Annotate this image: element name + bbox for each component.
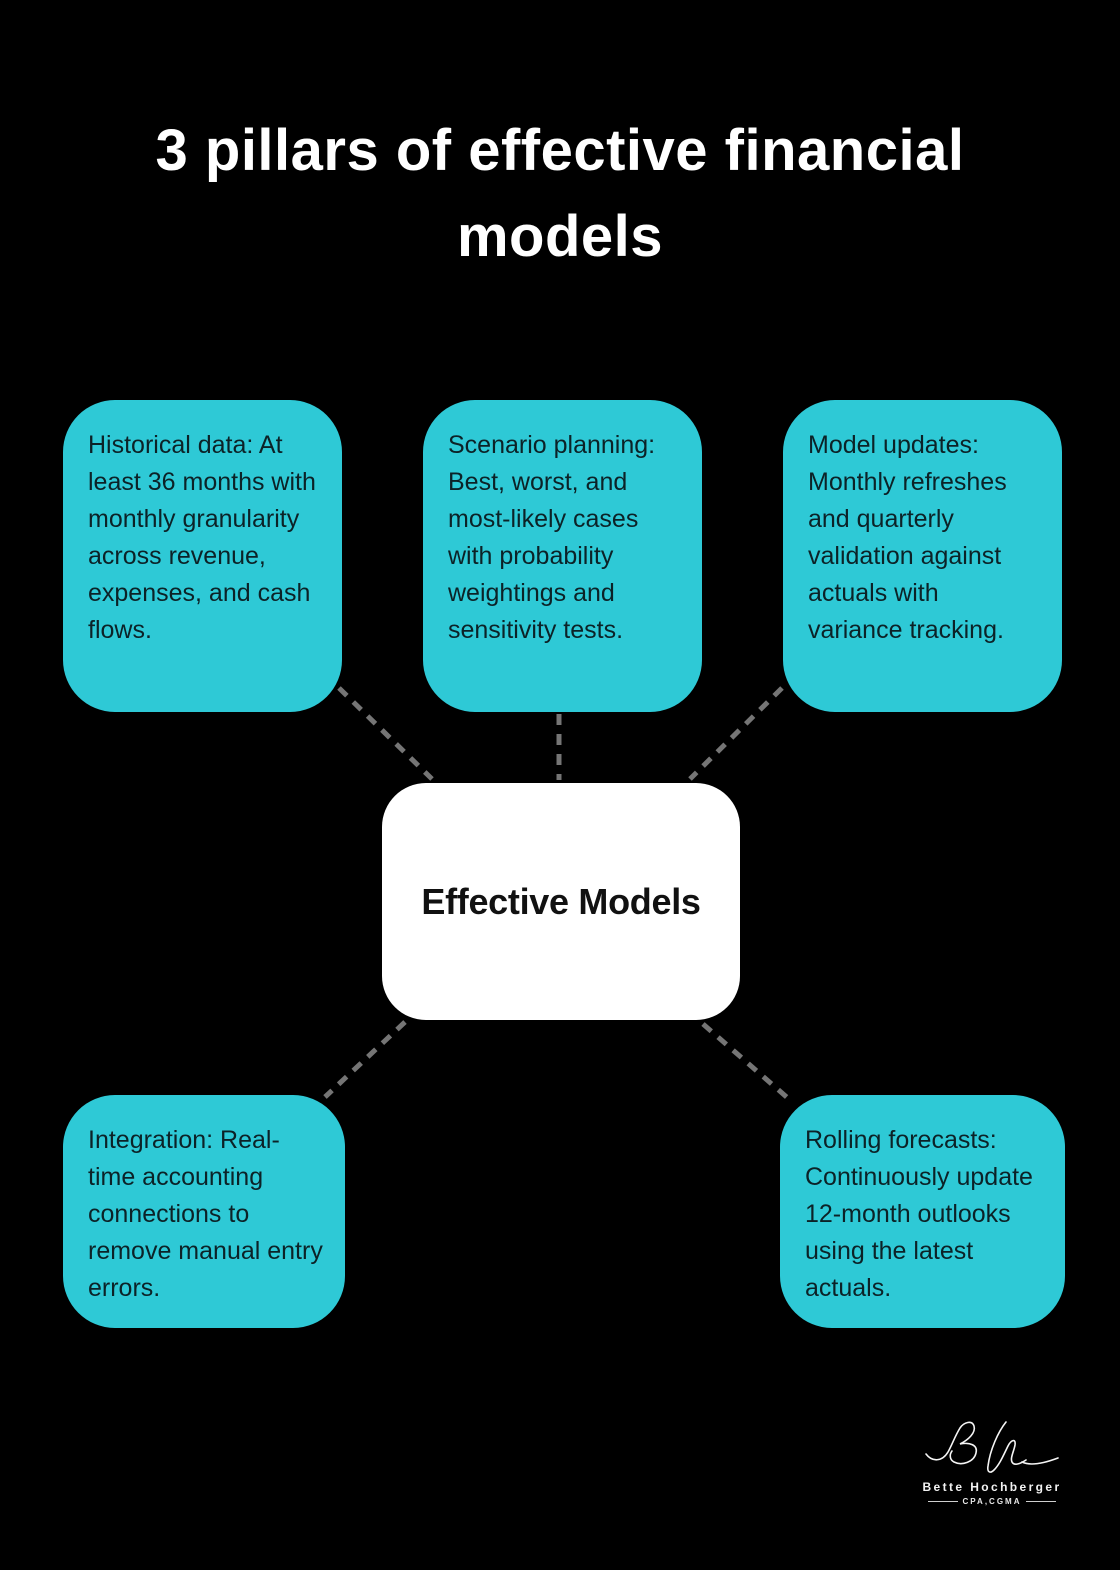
connector-line-integration (323, 1020, 407, 1099)
node-rolling-forecasts: Rolling forecasts: Continuously update 1… (780, 1095, 1065, 1328)
brand-credentials: CPA,CGMA (962, 1497, 1022, 1506)
node-model-updates: Model updates: Monthly refreshes and qua… (783, 400, 1062, 712)
node-integration-text: Integration: Real-time accounting connec… (88, 1126, 323, 1302)
divider-line-right (1026, 1501, 1057, 1502)
center-node: Effective Models (382, 783, 740, 1020)
connector-line-historical (337, 686, 434, 781)
node-model-updates-text: Model updates: Monthly refreshes and qua… (808, 431, 1007, 644)
center-node-label: Effective Models (421, 880, 701, 922)
connector-line-updates (688, 686, 784, 781)
node-historical-data-text: Historical data: At least 36 months with… (88, 431, 316, 644)
page-title-line-2: models (456, 204, 664, 269)
bh-signature-icon (925, 1421, 1059, 1473)
brand-name: Bette Hochberger (922, 1480, 1062, 1494)
page-title-line-1: 3 pillars of effective financial (155, 118, 965, 183)
page-title: 3 pillars of effective financial models (0, 108, 1120, 280)
brand-credentials-row: CPA,CGMA (916, 1497, 1068, 1506)
divider-line-left (927, 1501, 958, 1502)
connector-line-rolling (701, 1022, 792, 1102)
brand-logo: Bette Hochberger CPA,CGMA (916, 1418, 1068, 1506)
node-scenario-planning: Scenario planning: Best, worst, and most… (423, 400, 702, 712)
node-scenario-planning-text: Scenario planning: Best, worst, and most… (448, 431, 656, 644)
node-historical-data: Historical data: At least 36 months with… (63, 400, 342, 712)
node-rolling-forecasts-text: Rolling forecasts: Continuously update 1… (805, 1126, 1033, 1302)
node-integration: Integration: Real-time accounting connec… (63, 1095, 345, 1328)
